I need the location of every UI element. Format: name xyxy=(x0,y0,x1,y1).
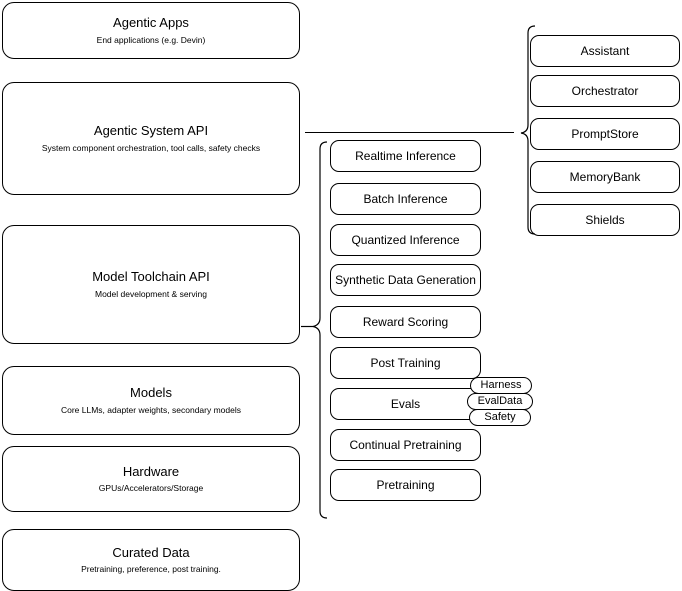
layer-hardware[interactable]: Hardware GPUs/Accelerators/Storage xyxy=(2,446,300,512)
layer-agentic-system-api[interactable]: Agentic System API System component orch… xyxy=(2,82,300,195)
layer-subtitle: Core LLMs, adapter weights, secondary mo… xyxy=(60,404,241,415)
capability-label: Reward Scoring xyxy=(362,314,449,329)
capability-synthetic-data-generation[interactable]: Synthetic Data Generation xyxy=(330,264,481,296)
eval-chip-label: Harness xyxy=(480,379,522,391)
layer-subtitle: System component orchestration, tool cal… xyxy=(41,142,261,153)
capability-post-training[interactable]: Post Training xyxy=(330,347,481,379)
eval-chip-harness[interactable]: Harness xyxy=(470,377,532,394)
capability-evals[interactable]: Evals xyxy=(330,388,481,420)
eval-chip-label: Safety xyxy=(484,411,516,423)
capability-label: Synthetic Data Generation xyxy=(335,272,476,287)
component-promptstore[interactable]: PromptStore xyxy=(530,118,680,150)
component-label: Assistant xyxy=(580,43,630,58)
eval-chip-safety[interactable]: Safety xyxy=(469,409,531,426)
layer-subtitle: GPUs/Accelerators/Storage xyxy=(98,483,204,494)
toolchain-bracket xyxy=(301,141,328,519)
capability-pretraining[interactable]: Pretraining xyxy=(330,469,481,501)
capability-quantized-inference[interactable]: Quantized Inference xyxy=(330,224,481,256)
layer-title: Agentic System API xyxy=(93,123,209,139)
component-label: Shields xyxy=(585,212,625,227)
layer-subtitle: Model development & serving xyxy=(95,288,207,299)
capability-label: Quantized Inference xyxy=(351,232,460,247)
capability-label: Evals xyxy=(390,396,421,411)
component-memorybank[interactable]: MemoryBank xyxy=(530,161,680,193)
layer-title: Curated Data xyxy=(112,544,190,560)
capability-batch-inference[interactable]: Batch Inference xyxy=(330,183,481,215)
component-label: Orchestrator xyxy=(571,83,639,98)
capability-continual-pretraining[interactable]: Continual Pretraining xyxy=(330,429,481,461)
component-label: MemoryBank xyxy=(569,169,641,184)
component-label: PromptStore xyxy=(571,126,639,141)
layer-title: Hardware xyxy=(122,463,180,479)
capability-label: Pretraining xyxy=(376,477,435,492)
eval-chip-evaldata[interactable]: EvalData xyxy=(467,393,533,410)
capability-label: Batch Inference xyxy=(363,191,448,206)
layer-curated-data[interactable]: Curated Data Pretraining, preference, po… xyxy=(2,529,300,591)
layer-models[interactable]: Models Core LLMs, adapter weights, secon… xyxy=(2,366,300,435)
eval-chip-label: EvalData xyxy=(477,395,523,407)
capability-label: Continual Pretraining xyxy=(349,437,462,452)
layer-subtitle: Pretraining, preference, post training. xyxy=(81,564,221,575)
layer-subtitle: End applications (e.g. Devin) xyxy=(96,34,206,45)
capability-label: Realtime Inference xyxy=(355,148,456,163)
component-shields[interactable]: Shields xyxy=(530,204,680,236)
capability-reward-scoring[interactable]: Reward Scoring xyxy=(330,306,481,338)
layer-agentic-apps[interactable]: Agentic Apps End applications (e.g. Devi… xyxy=(2,2,300,59)
layer-model-toolchain-api[interactable]: Model Toolchain API Model development & … xyxy=(2,225,300,344)
capability-realtime-inference[interactable]: Realtime Inference xyxy=(330,140,481,172)
layer-title: Model Toolchain API xyxy=(92,269,210,285)
component-orchestrator[interactable]: Orchestrator xyxy=(530,75,680,107)
capability-label: Post Training xyxy=(370,355,441,370)
layer-title: Models xyxy=(130,385,172,401)
connector-system-api-to-components xyxy=(305,132,514,133)
component-assistant[interactable]: Assistant xyxy=(530,35,680,67)
layer-title: Agentic Apps xyxy=(113,15,189,31)
